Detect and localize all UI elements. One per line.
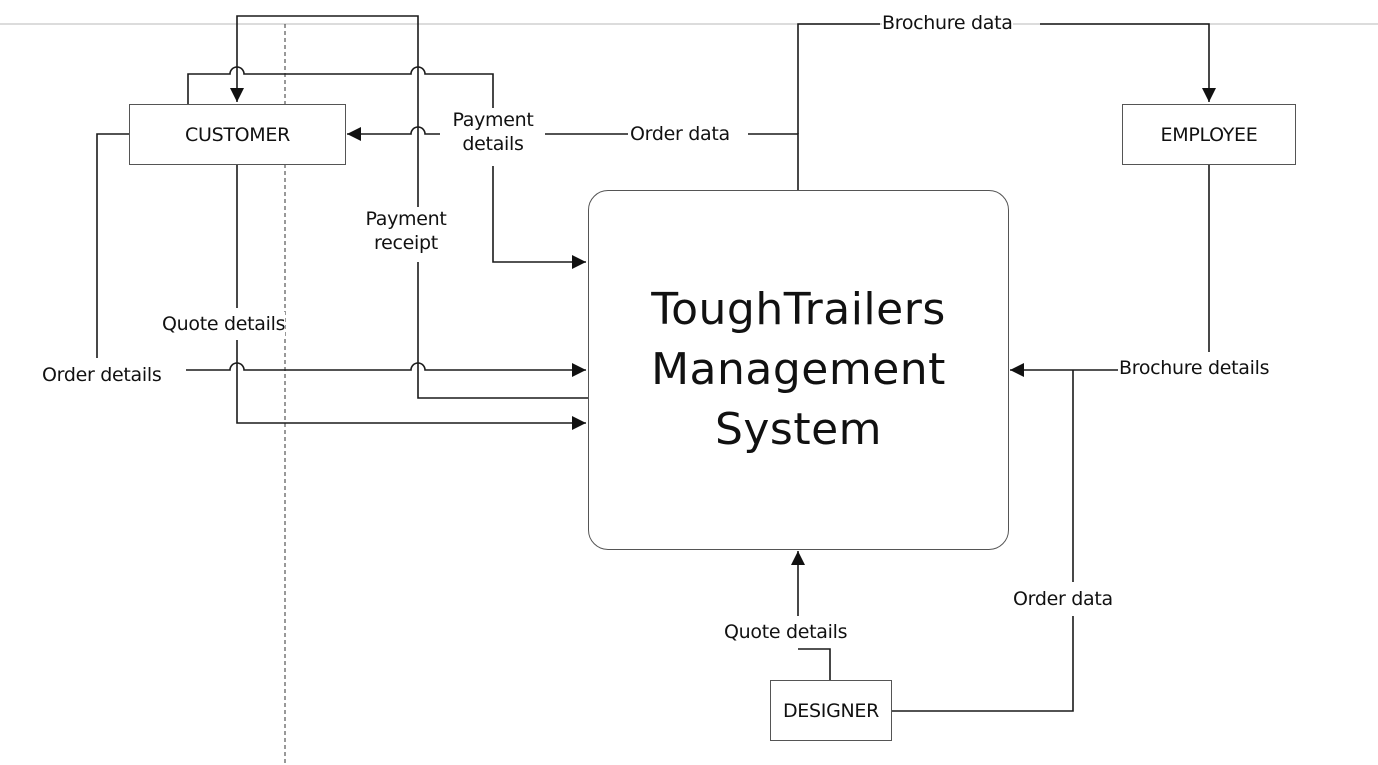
entity-customer-label: CUSTOMER xyxy=(185,123,290,146)
label-payment-receipt-line-1: Payment xyxy=(365,208,447,230)
process-toughtrailers-system[interactable]: ToughTrailers Management System xyxy=(588,190,1009,550)
flow-payment-receipt xyxy=(237,15,588,399)
flow-brochure-details xyxy=(1010,164,1210,370)
label-quote-details-customer: Quote details xyxy=(162,312,286,336)
label-order-data-top: Order data xyxy=(630,122,730,146)
label-payment-details-line-2: details xyxy=(462,133,524,155)
label-order-data-designer: Order data xyxy=(1013,587,1113,611)
entity-employee-label: EMPLOYEE xyxy=(1160,123,1258,146)
label-quote-details-designer: Quote details xyxy=(724,620,848,644)
label-payment-details-line-1: Payment xyxy=(452,109,534,131)
entity-designer-label: DESIGNER xyxy=(782,699,880,722)
flow-quote-details-customer xyxy=(236,164,586,423)
process-title-line-1: ToughTrailers xyxy=(651,284,946,335)
entity-designer[interactable]: DESIGNER xyxy=(770,680,892,741)
process-title-line-2: Management xyxy=(651,344,946,395)
flow-brochure-data xyxy=(797,23,1209,134)
process-title-line-3: System xyxy=(714,404,883,455)
label-payment-receipt: Payment receipt xyxy=(354,207,458,255)
flow-payment-details xyxy=(187,66,586,262)
entity-customer[interactable]: CUSTOMER xyxy=(129,104,346,165)
label-payment-details: Payment details xyxy=(441,108,545,156)
flow-order-data-to-customer xyxy=(347,127,799,190)
flow-order-details xyxy=(96,133,586,370)
flow-order-data-designer xyxy=(891,370,1074,712)
label-brochure-data: Brochure data xyxy=(882,11,1013,35)
flow-quote-details-designer xyxy=(798,551,831,680)
label-order-details: Order details xyxy=(42,363,162,387)
label-payment-receipt-line-2: receipt xyxy=(374,232,438,254)
label-brochure-details: Brochure details xyxy=(1119,356,1270,380)
entity-employee[interactable]: EMPLOYEE xyxy=(1122,104,1296,165)
